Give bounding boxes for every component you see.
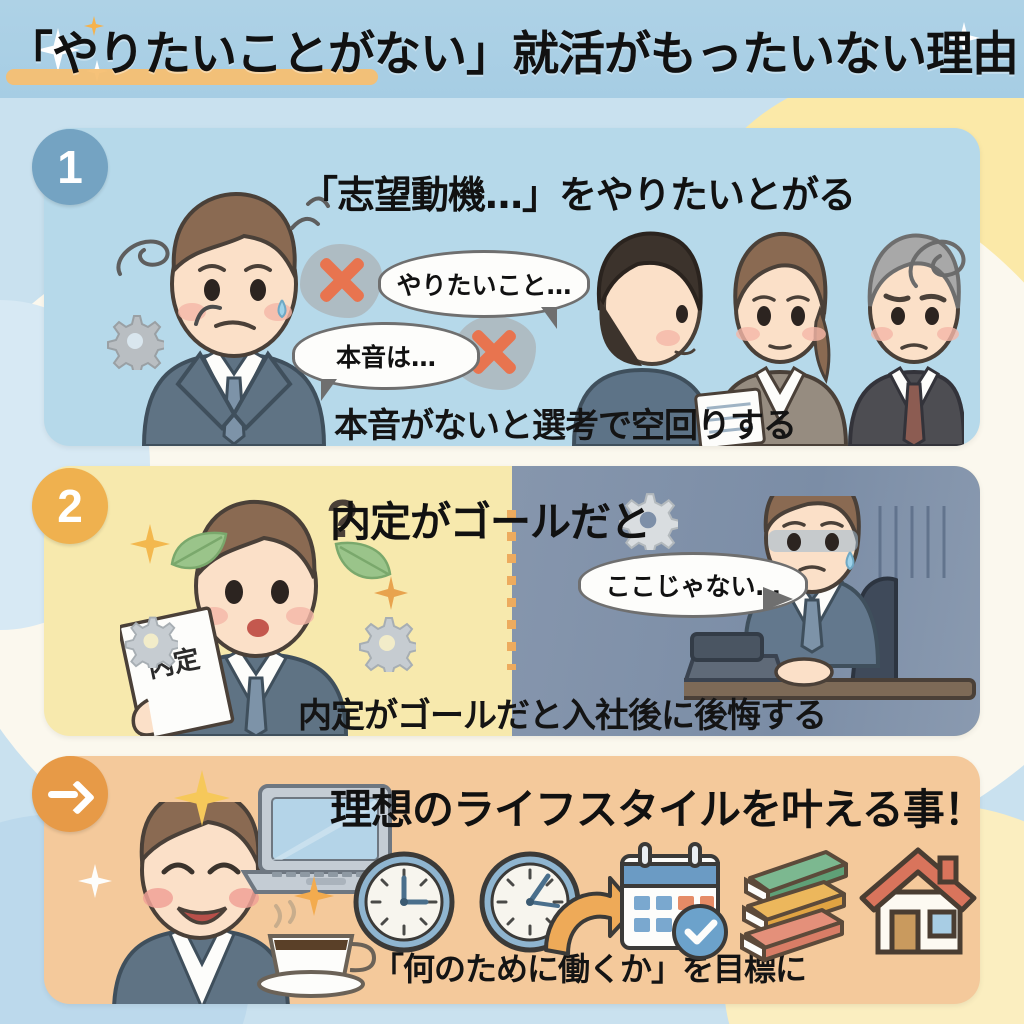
section-2-divider-dots xyxy=(507,510,516,670)
section-card-1 xyxy=(44,128,980,446)
speech-bubble-1: やりたいこと… xyxy=(378,250,590,329)
house-icon xyxy=(859,847,977,955)
section-badge-2: 2 xyxy=(32,468,108,544)
sparkle-icon xyxy=(174,770,230,826)
worried-jobseeker-figure xyxy=(141,191,327,446)
star-icon xyxy=(374,576,408,610)
section-card-2: 内定 ? xyxy=(44,466,980,736)
section-caption-1: 本音がないと選考で空回りする xyxy=(334,406,797,446)
section-badge-3 xyxy=(32,756,108,832)
clock-icon xyxy=(353,851,455,953)
gear-icon xyxy=(359,617,416,672)
gear-icon xyxy=(619,493,678,550)
gear-icon xyxy=(124,616,178,668)
sparkle-icon xyxy=(130,524,170,564)
section-heading-2: 内定がゴールだと xyxy=(330,498,651,546)
leaf-icon xyxy=(334,541,392,580)
coffee-cup-icon xyxy=(257,900,377,998)
section-card-3 xyxy=(44,756,980,1004)
smiling-person-figure xyxy=(112,802,290,1004)
question-mark-icon: ? xyxy=(326,489,359,549)
speech-bubble-3: ここじゃない… xyxy=(578,552,808,618)
title-wrapper: 「やりたいことがない」就活がもったいない理由 xyxy=(0,15,1024,85)
leaf-icon xyxy=(170,531,228,570)
speech-bubble-2: 本音は… xyxy=(292,322,480,401)
arrow-right-icon xyxy=(48,781,92,807)
scribble-icon xyxy=(290,196,330,230)
section-heading-1: 「志望動機…」をやりたいとがる xyxy=(300,173,856,217)
clock-icon xyxy=(479,851,581,953)
section-caption-3: 「何のために働くか」を目標に xyxy=(372,950,807,988)
jobseeker-holding-offer-figure: 内定 xyxy=(120,499,349,736)
page-header: 「やりたいことがない」就活がもったいない理由 xyxy=(0,0,1024,98)
books-stack-icon xyxy=(740,850,848,962)
section-heading-3: 理想のライフスタイルを叶える事！ xyxy=(330,785,986,834)
gear-icon xyxy=(107,315,164,370)
sparkle-icon xyxy=(78,864,112,898)
scribble-icon xyxy=(908,239,966,288)
page-title: 「やりたいことがない」就活がもったいない理由 xyxy=(6,26,1019,82)
interview-panel-figure xyxy=(571,231,964,446)
x-mark-icon xyxy=(314,252,370,308)
calendar-check-icon xyxy=(620,842,728,960)
section-badge-1: 1 xyxy=(32,129,108,205)
scribble-icon xyxy=(194,304,222,326)
section-caption-2: 内定がゴールだと入社後に後悔する xyxy=(298,696,827,736)
scribble-icon xyxy=(116,239,170,276)
sparkle-icon xyxy=(294,876,334,916)
